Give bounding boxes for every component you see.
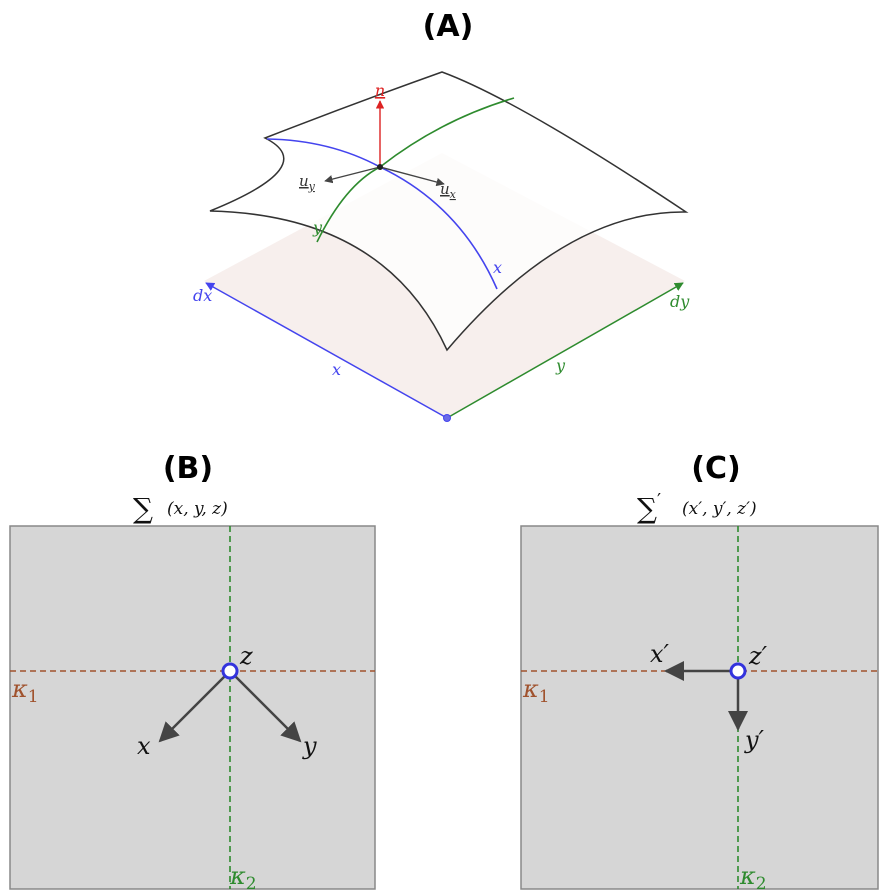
surface-x-label: x [493,258,502,277]
panel-b-y-label: y [302,732,317,760]
panel-c-frame-label: (x′, y′, z′) [682,499,757,519]
panel-c-y-label: y′ [744,726,765,754]
base-edge-x [205,282,448,419]
panel-c-sigma: ∑′ [637,490,661,525]
panel-c-label: (C) [691,451,740,486]
surface-x-curve [266,138,498,290]
ux-label: ux [440,180,457,201]
surface-point [377,164,383,170]
base-origin-point [443,414,451,422]
panel-c-kappa1-label: κ1 [522,675,550,707]
panel-c-z-marker [729,662,747,680]
panel-b-kappa2-label: κ2 [229,862,257,894]
panel-c-box [520,525,879,890]
curved-surface [209,71,689,352]
base-edge-y [446,282,684,419]
panel-b-z-label: z [239,642,253,670]
edge-y-label: y [555,356,566,375]
edge-x-label: x [332,360,341,379]
uy-vector [324,166,381,184]
panel-c-z-label: z′ [748,642,768,670]
panel-a: (A) n ux uy y x dx dy x y [193,9,690,422]
panel-c-x-label: x′ [650,640,670,668]
ux-vector [379,166,445,187]
uy-label: uy [299,172,316,193]
dx-label: dx [193,286,212,305]
panel-a-label: (A) [423,9,474,44]
panel-b-kappa1-label: κ1 [11,675,39,707]
panel-b-frame-label: (x, y, z) [167,499,228,519]
panel-b-sigma: ∑ [133,492,153,525]
normal-label: n [375,81,385,100]
panel-b-x-label: x [137,732,151,760]
panel-b-label: (B) [163,451,213,486]
panel-b-y-arrow [229,670,302,743]
panel-b-x-arrow [158,670,231,743]
panel-b: (B) ∑ (x, y, z) z x y κ1 κ2 [9,451,376,894]
panel-c: (C) ∑′ (x′, y′, z′) z′ x′ y′ κ1 κ2 [520,451,879,894]
panel-c-kappa2-label: κ2 [739,862,767,894]
panel-b-z-marker [221,662,239,680]
dy-label: dy [670,292,690,311]
surface-y-label: y [312,218,323,237]
